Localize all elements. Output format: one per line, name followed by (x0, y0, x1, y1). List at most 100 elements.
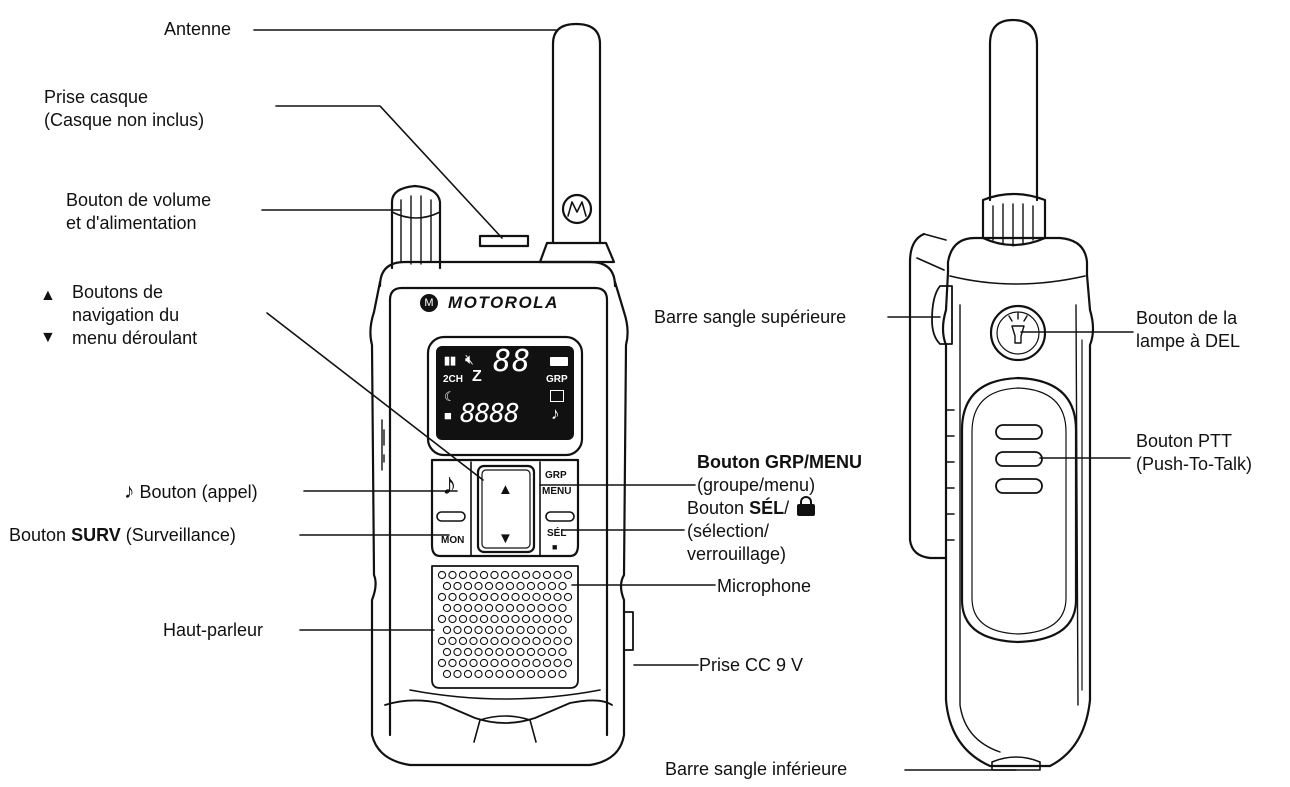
label-call-button: ♪ Bouton (appel) (124, 480, 258, 503)
speaker-hole (484, 669, 494, 679)
front-body (369, 280, 629, 767)
speaker-hole (553, 614, 562, 624)
key-menu-text: MENU (542, 486, 572, 497)
speaker-hole (505, 581, 515, 591)
speaker-hole (469, 570, 478, 580)
speaker-hole (495, 603, 504, 613)
speaker-hole (458, 570, 468, 580)
speaker-hole (474, 647, 483, 657)
speaker-hole (505, 647, 515, 657)
speaker-hole (505, 625, 515, 635)
speaker-hole (469, 658, 478, 668)
speaker-hole (542, 592, 552, 602)
lcd-digits: 88 (493, 344, 532, 379)
label-microphone: Microphone (717, 576, 812, 596)
speaker-hole (495, 647, 504, 657)
label-ptt-button: Bouton PTT(Push-To-Talk) (1136, 431, 1253, 474)
nav-down-key-icon: ▼ (498, 530, 513, 547)
speaker-hole (463, 603, 473, 613)
motorola-badge-icon: M (420, 294, 438, 312)
speaker-hole (521, 658, 531, 668)
key-mon-text: MON (441, 535, 465, 546)
speaker-hole (505, 603, 515, 613)
speaker-hole (442, 647, 452, 657)
speaker-hole (532, 614, 541, 624)
speaker-hole (484, 581, 494, 591)
speaker-hole (442, 669, 452, 679)
speaker-hole (484, 625, 494, 635)
speaker-hole (563, 636, 573, 646)
speaker-hole (547, 603, 557, 613)
brand-name: MOTOROLA (448, 293, 559, 312)
speaker-hole (442, 625, 452, 635)
speaker-hole (516, 669, 525, 679)
speaker-hole (490, 658, 499, 668)
lcd-bezel (426, 335, 584, 457)
speaker-hole (458, 636, 468, 646)
speaker-hole (526, 625, 536, 635)
speaker-hole (516, 625, 525, 635)
lcd-note-icon: ♪ (551, 404, 560, 423)
speaker-hole (542, 658, 552, 668)
label-grp-menu-button: Bouton GRP/MENU(groupe/menu) (697, 452, 862, 495)
speaker-hole (437, 658, 447, 668)
speaker-hole (526, 581, 536, 591)
speaker-hole (448, 570, 457, 580)
lcd-z-icon: Z (472, 368, 482, 385)
speaker-hole (563, 592, 573, 602)
speaker-hole (474, 625, 483, 635)
speaker-hole (526, 603, 536, 613)
speaker-hole (495, 625, 504, 635)
speaker-hole (553, 592, 562, 602)
flashlight-icon (989, 304, 1047, 362)
label-nav-up-icon: ▲ (40, 287, 56, 304)
speaker-hole (437, 570, 447, 580)
lcd-scan-icon (550, 390, 564, 402)
speaker-hole (490, 614, 499, 624)
lcd-mute-icon: 🔇︎ (465, 351, 474, 367)
speaker-hole (521, 636, 531, 646)
speaker-hole (553, 658, 562, 668)
speaker-hole (521, 570, 531, 580)
speaker-hole (563, 658, 573, 668)
dc-jack (623, 611, 634, 651)
lcd-signal-icon: ▮▮ (444, 355, 457, 367)
speaker-hole (547, 625, 557, 635)
key-sel-text: SÉL (547, 528, 567, 539)
side-radio (908, 18, 1095, 771)
front-antenna (551, 22, 602, 244)
speaker-hole (563, 614, 573, 624)
speaker-hole (511, 636, 520, 646)
speaker-hole (526, 647, 536, 657)
speaker-hole (542, 636, 552, 646)
speaker-hole (458, 614, 468, 624)
speaker-hole (558, 647, 567, 657)
side-antenna (988, 18, 1039, 202)
side-body (941, 270, 1095, 768)
lcd-battery-icon (550, 357, 568, 366)
speaker-hole (532, 658, 541, 668)
lcd-moon-icon: ☾ (444, 389, 456, 404)
key-grp-text: GRP (545, 470, 567, 481)
speaker-hole (495, 581, 504, 591)
speaker-hole (537, 669, 546, 679)
motorola-logo-icon (561, 193, 593, 225)
key-lock-icon: ■ (552, 542, 558, 552)
speaker-hole (511, 614, 520, 624)
speaker-hole (469, 614, 478, 624)
speaker-hole (511, 570, 520, 580)
headset-jack (478, 234, 530, 248)
speaker-hole (521, 614, 531, 624)
label-bottom-strap-bar: Barre sangle inférieure (665, 759, 848, 779)
brand-logo: M MOTOROLA (420, 293, 559, 313)
speaker-hole (474, 581, 483, 591)
speaker-hole (479, 614, 489, 624)
speaker-hole (521, 592, 531, 602)
label-dc-jack: Prise CC 9 V (699, 655, 804, 675)
speaker-hole (490, 570, 499, 580)
speaker-hole (458, 592, 468, 602)
volume-knob (390, 184, 442, 270)
